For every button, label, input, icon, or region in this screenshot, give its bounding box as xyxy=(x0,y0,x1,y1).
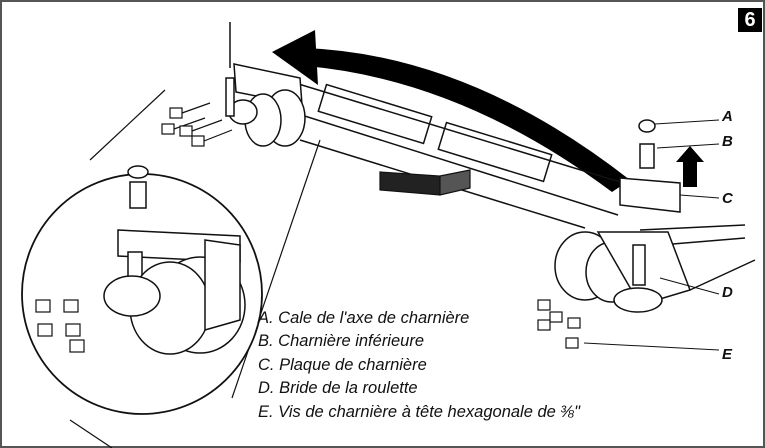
bottom-screws xyxy=(537,299,581,349)
legend-item-d: D. Bride de la roulette xyxy=(258,379,418,398)
legend: A. Cale de l'axe de charnière B. Charniè… xyxy=(258,307,580,424)
callout-label-a: A xyxy=(722,108,733,125)
wedge-block xyxy=(379,169,471,196)
callout-leaders xyxy=(583,119,720,351)
legend-item-b: B. Charnière inférieure xyxy=(258,332,424,351)
rotation-arrow xyxy=(272,30,630,192)
hinge-pin-parts xyxy=(638,119,656,169)
magnified-detail xyxy=(21,165,263,415)
up-arrow xyxy=(676,146,704,187)
bottom-caster-assembly xyxy=(554,177,691,313)
legend-item-a: A. Cale de l'axe de charnière xyxy=(258,309,470,327)
top-screws xyxy=(161,102,233,147)
callout-label-d: D xyxy=(722,284,733,301)
step-number-badge: 6 xyxy=(738,8,762,32)
zoom-lines xyxy=(69,89,321,448)
callout-label-e: E xyxy=(722,346,733,363)
legend-item-e: E. Vis de charnière à tête hexagonale de… xyxy=(258,402,581,421)
callout-label-c: C xyxy=(722,190,733,207)
legend-item-c: C. Plaque de charnière xyxy=(258,355,427,374)
callout-label-b: B xyxy=(722,133,733,150)
top-caster-assembly xyxy=(225,63,306,147)
